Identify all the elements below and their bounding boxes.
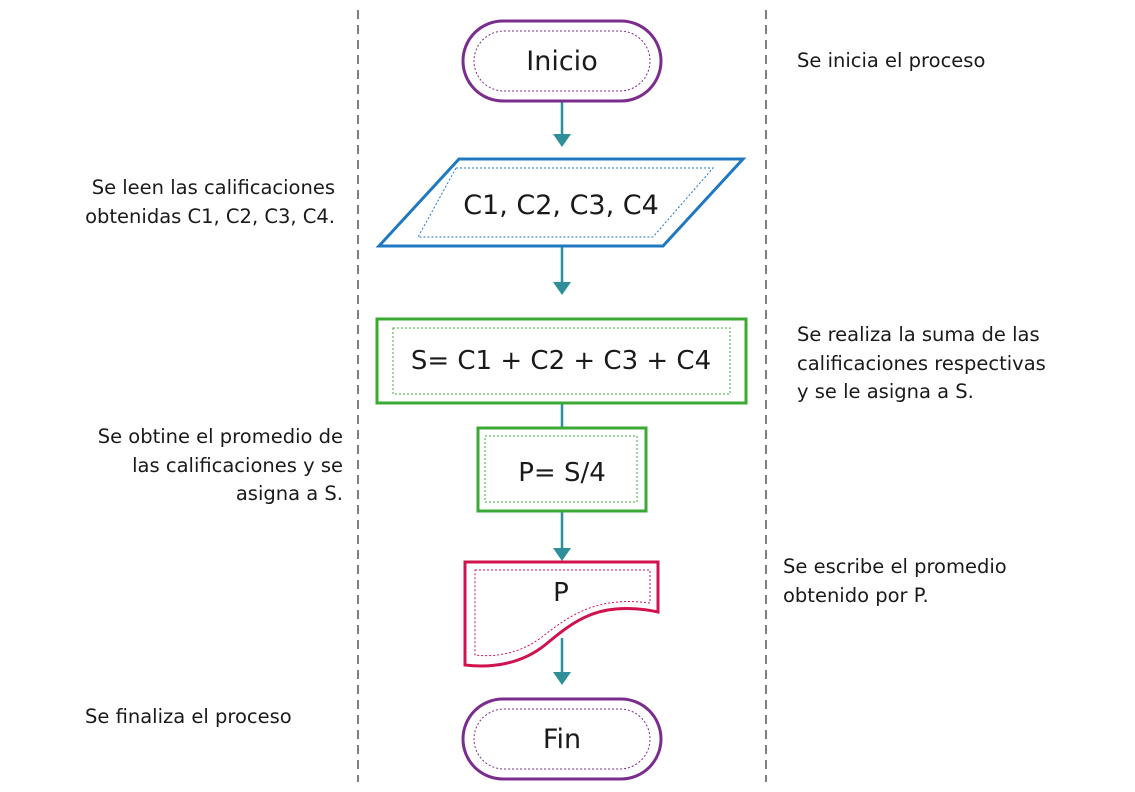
note-escribir: Se escribe el promedio obtenido por P.	[783, 553, 1007, 610]
note-suma-line-1: Se realiza la suma de las	[797, 323, 1040, 346]
connector-promedio-escribir	[553, 511, 571, 561]
note-leer-line-2: obtenidas C1, C2, C3, C4.	[85, 204, 335, 228]
note-promedio-line-2: las calificaciones y se	[132, 453, 343, 477]
input-label: C1, C2, C3, C4	[463, 190, 659, 221]
sum-label: S= C1 + C2 + C3 + C4	[411, 346, 711, 376]
average-label: P= S/4	[518, 458, 606, 488]
end-terminal: Fin	[461, 697, 663, 781]
output-document: P	[463, 560, 660, 668]
note-escribir-line-2: obtenido por P.	[783, 583, 929, 607]
sum-process-box: S= C1 + C2 + C3 + C4	[375, 317, 748, 405]
note-promedio-line-3: asigna a S.	[235, 482, 343, 505]
input-parallelogram: C1, C2, C3, C4	[375, 157, 747, 248]
connector-escribir-fin	[553, 638, 571, 685]
end-label: Fin	[543, 724, 581, 755]
note-suma-line-2: calificaciones respectivas	[797, 351, 1046, 375]
note-escribir-line-1: Se escribe el promedio	[783, 555, 1007, 578]
average-process-box: P= S/4	[476, 426, 648, 513]
note-fin: Se finaliza el proceso	[85, 703, 292, 732]
note-promedio-line-1: Se obtine el promedio de	[97, 425, 343, 448]
note-fin-line-1: Se finaliza el proceso	[85, 705, 292, 728]
connector-leer-suma	[553, 247, 571, 295]
note-suma: Se realiza la suma de las calificaciones…	[797, 321, 1046, 407]
note-leer: Se leen las calificaciones obtenidas C1,…	[85, 174, 335, 231]
start-terminal: Inicio	[461, 19, 663, 103]
start-label: Inicio	[526, 46, 597, 77]
note-promedio: Se obtine el promedio de las calificacio…	[98, 423, 343, 509]
note-suma-line-3: y se le asigna a S.	[797, 380, 974, 403]
note-inicio-line-1: Se inicia el proceso	[797, 49, 986, 72]
output-label: P	[553, 578, 569, 608]
note-inicio: Se inicia el proceso	[797, 47, 985, 76]
connector-inicio-leer	[553, 101, 571, 147]
note-leer-line-1: Se leen las calificaciones	[91, 176, 335, 199]
